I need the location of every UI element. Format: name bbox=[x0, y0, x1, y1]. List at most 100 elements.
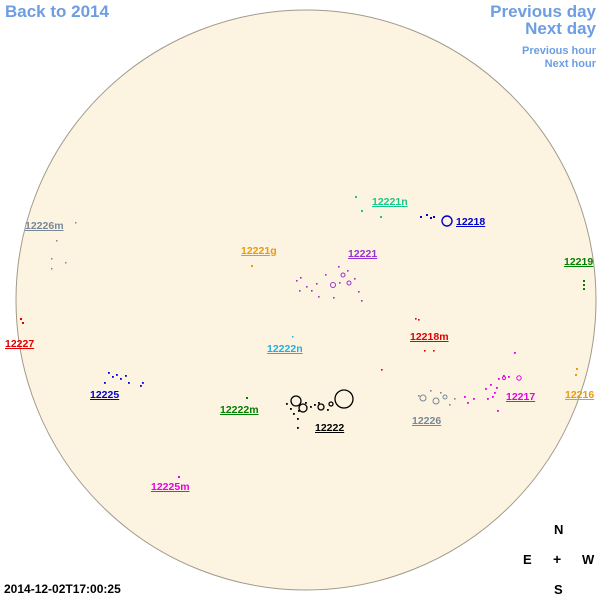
region-label-12226[interactable]: 12226 bbox=[412, 415, 442, 427]
region-label-12221g[interactable]: 12221g bbox=[241, 245, 277, 257]
sunspot-dot bbox=[454, 398, 456, 400]
sunspot-dot bbox=[75, 222, 77, 224]
sunspot-ring bbox=[328, 401, 334, 407]
sunspot-dot bbox=[490, 384, 492, 386]
sunspot-dot bbox=[311, 290, 313, 292]
sunspot-dot bbox=[496, 387, 498, 389]
sunspot-dot bbox=[418, 319, 420, 321]
sunspot-dot bbox=[583, 284, 585, 286]
sunspot-dot bbox=[503, 375, 505, 377]
sunspot-ring bbox=[432, 397, 440, 405]
sunspot-dot bbox=[361, 210, 363, 212]
sunspot-dot bbox=[318, 402, 320, 404]
sunspot-dot bbox=[415, 318, 417, 320]
sunspot-dot bbox=[449, 404, 451, 406]
region-label-12219[interactable]: 12219 bbox=[564, 256, 594, 268]
sunspot-dot bbox=[297, 427, 299, 429]
sunspot-dot bbox=[125, 375, 127, 377]
back-to-year-link[interactable]: Back to 2014 bbox=[5, 2, 109, 21]
sunspot-dot bbox=[290, 408, 292, 410]
sunspot-dot bbox=[464, 396, 466, 398]
region-label-12218m[interactable]: 12218m bbox=[410, 331, 449, 343]
region-label-12222n[interactable]: 12222n bbox=[267, 343, 303, 355]
sunspot-dot bbox=[314, 404, 316, 406]
sunspot-dot bbox=[318, 296, 320, 298]
sunspot-dot bbox=[298, 410, 300, 412]
sunspot-dot bbox=[380, 216, 382, 218]
next-hour-link[interactable]: Next hour bbox=[544, 58, 596, 70]
sunspot-dot bbox=[473, 398, 475, 400]
sunspot-dot bbox=[514, 352, 516, 354]
sunspot-dot bbox=[433, 216, 435, 218]
sunspot-ring bbox=[290, 395, 302, 407]
sunspot-ring bbox=[340, 272, 346, 278]
sunspot-dot bbox=[120, 378, 122, 380]
sunspot-dot bbox=[430, 390, 432, 392]
sunspot-dot bbox=[56, 240, 58, 242]
sunspot-dot bbox=[485, 388, 487, 390]
sunspot-dot bbox=[299, 290, 301, 292]
sunspot-dot bbox=[338, 266, 340, 268]
sunspot-dot bbox=[440, 392, 442, 394]
sunspot-dot bbox=[297, 418, 299, 420]
sunspot-ring bbox=[441, 215, 453, 227]
sunspot-dot bbox=[418, 395, 420, 397]
region-label-12227[interactable]: 12227 bbox=[5, 338, 35, 350]
sunspot-dot bbox=[576, 368, 578, 370]
sunspot-dot bbox=[355, 196, 357, 198]
sunspot-dot bbox=[498, 378, 500, 380]
sunspot-ring bbox=[346, 280, 352, 286]
sunspot-dot bbox=[583, 280, 585, 282]
sunspot-ring bbox=[330, 282, 336, 288]
sunspot-dot bbox=[142, 382, 144, 384]
sunspot-dot bbox=[508, 376, 510, 378]
region-label-12222m[interactable]: 12222m bbox=[220, 404, 259, 416]
sunspot-dot bbox=[494, 392, 496, 394]
sunspot-dot bbox=[108, 372, 110, 374]
region-label-12225[interactable]: 12225 bbox=[90, 389, 120, 401]
region-label-12217[interactable]: 12217 bbox=[506, 391, 536, 403]
sunspot-dot bbox=[51, 258, 53, 260]
sunspot-dot bbox=[347, 270, 349, 272]
sunspot-dot bbox=[426, 214, 428, 216]
sunspot-dot bbox=[361, 300, 363, 302]
sunspot-dot bbox=[339, 282, 341, 284]
sunspot-dot bbox=[358, 291, 360, 293]
compass-center: + bbox=[553, 551, 562, 567]
sunspot-dot bbox=[51, 268, 53, 270]
sunspot-ring bbox=[442, 394, 448, 400]
sunspot-dot bbox=[575, 374, 577, 376]
sunspot-dot bbox=[20, 318, 22, 320]
sunspot-dot bbox=[327, 409, 329, 411]
region-label-12226m[interactable]: 12226m bbox=[25, 220, 64, 232]
region-label-12221n[interactable]: 12221n bbox=[372, 196, 408, 208]
region-label-12216[interactable]: 12216 bbox=[565, 389, 595, 401]
region-label-12222[interactable]: 12222 bbox=[315, 422, 345, 434]
next-day-link[interactable]: Next day bbox=[525, 19, 596, 38]
sunspot-dot bbox=[467, 402, 469, 404]
solar-disk bbox=[15, 9, 597, 591]
observation-timestamp: 2014-12-02T17:00:25 bbox=[4, 582, 121, 596]
sunspot-dot bbox=[316, 283, 318, 285]
region-label-12221[interactable]: 12221 bbox=[348, 248, 378, 260]
sunspot-ring bbox=[516, 375, 522, 381]
previous-day-link[interactable]: Previous day bbox=[490, 2, 596, 21]
sunspot-dot bbox=[487, 398, 489, 400]
sunspot-dot bbox=[497, 410, 499, 412]
region-label-12218[interactable]: 12218 bbox=[456, 216, 486, 228]
sunspot-dot bbox=[296, 280, 298, 282]
sunspot-dot bbox=[251, 265, 253, 267]
sunspot-dot bbox=[140, 385, 142, 387]
sunspot-dot bbox=[354, 278, 356, 280]
previous-hour-link[interactable]: Previous hour bbox=[522, 45, 596, 57]
compass-north: N bbox=[554, 522, 564, 537]
sunspot-dot bbox=[381, 369, 383, 371]
sunspot-dot bbox=[430, 217, 432, 219]
region-label-12225m[interactable]: 12225m bbox=[151, 481, 190, 493]
sunspot-dot bbox=[65, 262, 67, 264]
sunspot-dot bbox=[128, 382, 130, 384]
sunspot-ring bbox=[419, 394, 427, 402]
sunspot-dot bbox=[306, 286, 308, 288]
